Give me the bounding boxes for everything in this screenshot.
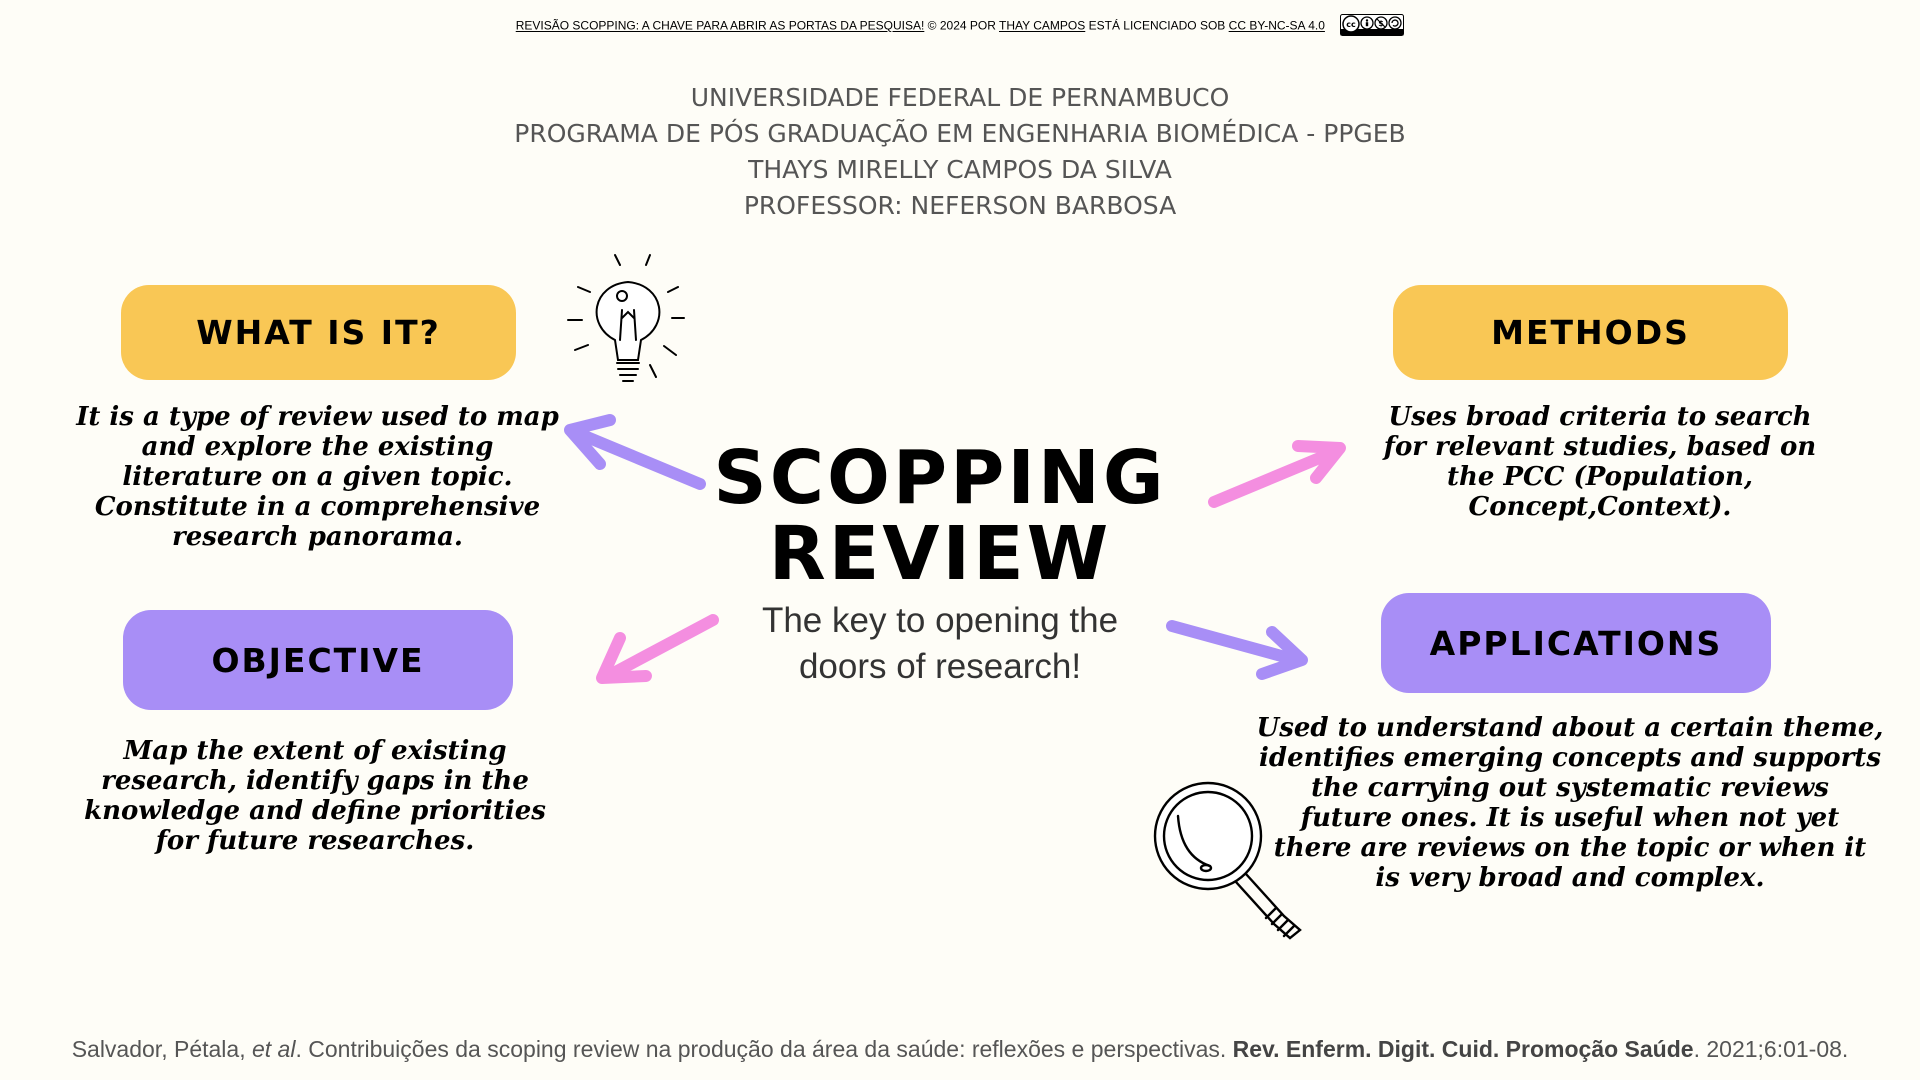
title-line-1: SCOPPING — [713, 435, 1167, 521]
methods-description: Uses broad criteria to search for releva… — [1360, 402, 1840, 522]
applications-line: Used to understand about a certain theme… — [1256, 713, 1884, 743]
author-link[interactable]: THAY CAMPOS — [999, 18, 1086, 33]
main-subtitle: The key to opening the doors of research… — [700, 598, 1180, 690]
what-line: and explore the existing — [141, 432, 494, 462]
copyright-text: © 2024 POR — [927, 18, 996, 33]
applications-line: identifies emerging concepts and support… — [1259, 743, 1881, 773]
methods-line: Uses broad criteria to search — [1388, 402, 1812, 432]
what-is-it-label: WHAT IS IT? — [196, 313, 441, 352]
citation: Salvador, Pétala, et al. Contribuições d… — [0, 1036, 1920, 1063]
svg-text:cc: cc — [1347, 20, 1357, 29]
work-title-link[interactable]: REVISÃO SCOPPING: A CHAVE PARA ABRIR AS … — [515, 18, 925, 33]
citation-title: . Contribuições da scoping review na pro… — [295, 1036, 1227, 1062]
applications-description: Used to understand about a certain theme… — [1240, 713, 1900, 893]
subtitle-line-2: doors of research! — [798, 647, 1082, 686]
cc-by-nc-sa-icon[interactable]: cc $ — [1340, 14, 1405, 39]
citation-details: . 2021;6:01-08. — [1693, 1036, 1849, 1062]
objective-line: knowledge and define priorities — [84, 796, 546, 826]
what-line: It is a type of review used to map — [76, 402, 559, 432]
applications-line: the carrying out systematic reviews — [1311, 773, 1829, 803]
institution-header: UNIVERSIDADE FEDERAL DE PERNAMBUCO PROGR… — [0, 80, 1920, 224]
what-line: research panorama. — [172, 522, 463, 552]
objective-description: Map the extent of existing research, ide… — [70, 736, 560, 856]
applications-label: APPLICATIONS — [1429, 623, 1723, 663]
what-line: literature on a given topic. — [122, 462, 513, 492]
what-is-it-description: It is a type of review used to map and e… — [60, 402, 575, 552]
arrow-to-methods — [1208, 440, 1346, 508]
license-line: REVISÃO SCOPPING: A CHAVE PARA ABRIR AS … — [0, 14, 1920, 39]
title-line-2: REVIEW — [768, 511, 1112, 597]
professor-name: PROFESSOR: NEFERSON BARBOSA — [743, 191, 1177, 220]
arrow-to-applications — [1166, 620, 1308, 680]
citation-journal: Rev. Enferm. Digit. Cuid. Promoção Saúde — [1232, 1036, 1694, 1062]
objective-line: for future researches. — [155, 826, 475, 856]
citation-etal: et al — [251, 1036, 296, 1062]
methods-line: Concept,Context). — [1468, 492, 1732, 522]
objective-line: research, identify gaps in the — [101, 766, 529, 796]
citation-authors: Salvador, Pétala, — [71, 1036, 246, 1062]
licensed-text: ESTÁ LICENCIADO SOB — [1088, 18, 1226, 33]
objective-line: Map the extent of existing — [123, 736, 507, 766]
university-name: UNIVERSIDADE FEDERAL DE PERNAMBUCO — [690, 83, 1230, 112]
arrow-to-objective — [596, 614, 719, 684]
methods-pill: METHODS — [1393, 285, 1788, 380]
methods-line: the PCC (Population, — [1447, 462, 1753, 492]
program-name: PROGRAMA DE PÓS GRADUAÇÃO EM ENGENHARIA … — [514, 119, 1406, 148]
applications-line: is very broad and complex. — [1375, 863, 1765, 893]
license-link[interactable]: CC BY-NC-SA 4.0 — [1228, 18, 1325, 33]
objective-pill: OBJECTIVE — [123, 610, 513, 710]
arrow-to-what-is-it — [564, 414, 706, 490]
lightbulb-icon — [567, 254, 685, 382]
main-title: SCOPPING REVIEW — [690, 440, 1190, 592]
methods-line: for relevant studies, based on — [1383, 432, 1817, 462]
what-line: Constitute in a comprehensive — [94, 492, 541, 522]
magnifying-glass-icon — [1153, 781, 1302, 940]
methods-label: METHODS — [1491, 313, 1690, 352]
subtitle-line-1: The key to opening the — [761, 601, 1119, 640]
objective-label: OBJECTIVE — [211, 640, 425, 680]
applications-line: future ones. It is useful when not yet — [1300, 803, 1840, 833]
what-is-it-pill: WHAT IS IT? — [121, 285, 516, 380]
student-name: THAYS MIRELLY CAMPOS DA SILVA — [748, 155, 1172, 184]
applications-pill: APPLICATIONS — [1381, 593, 1771, 693]
applications-line: there are reviews on the topic or when i… — [1273, 833, 1867, 863]
